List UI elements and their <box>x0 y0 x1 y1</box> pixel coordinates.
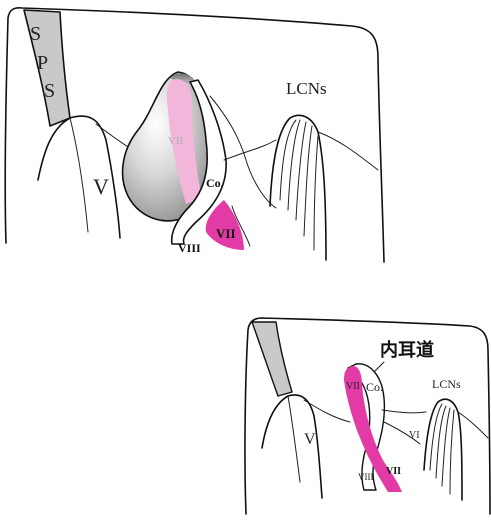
bottom-figure: V VII Co. VIII VII 内耳道 VI LCNs <box>244 317 491 515</box>
label-vii-upper-bottom: VII <box>346 381 360 392</box>
trigeminal-inner-top <box>69 117 89 233</box>
label-co-bottom: Co. <box>366 380 383 394</box>
label-viii-bottom: VIII <box>358 472 374 482</box>
petrous-contour-top <box>231 205 251 247</box>
brainstem-contour-top <box>209 95 277 209</box>
facial-nerve-pale <box>166 79 202 204</box>
sinus-band-bottom <box>251 321 293 397</box>
sps-label-s2: S <box>44 80 55 102</box>
abducens-nerve-bottom <box>383 421 421 445</box>
trigeminal-fiber-bottom <box>303 399 351 423</box>
top-figure: S P S V VII Co. VII VIII <box>4 7 385 263</box>
brainstem-contour-bottom <box>381 409 427 414</box>
bottom-frame <box>244 317 491 515</box>
cochleovestibular-nerve-top <box>170 79 227 245</box>
facial-nerve-bright-top <box>205 200 244 250</box>
label-iac: 内耳道 <box>380 339 434 361</box>
label-vii-upper-top: VII <box>168 135 184 147</box>
sps-label-s1: S <box>30 23 41 45</box>
lower-cranial-nerves-top <box>269 114 379 261</box>
label-vii-lower-top: VII <box>216 226 236 241</box>
label-v-bottom: V <box>304 431 316 448</box>
label-viii-top: VIII <box>178 241 201 255</box>
label-co-top: Co. <box>206 176 224 190</box>
top-frame <box>4 7 385 263</box>
label-vii-lower-bottom: VII <box>386 466 401 477</box>
trigeminal-nerve-bottom <box>261 394 323 499</box>
tentorium-line-top <box>223 139 277 161</box>
label-v-top: V <box>93 174 109 199</box>
label-lcns-bottom: LCNs <box>432 377 461 391</box>
trigeminal-nerve-top <box>37 115 121 239</box>
trigeminal-inner-bottom <box>287 395 301 483</box>
iac-leader-line <box>373 361 385 373</box>
cochleovestibular-nerve-bottom <box>347 363 386 491</box>
facial-nerve-bottom <box>344 365 402 492</box>
label-vi-bottom: VI <box>409 430 420 441</box>
lower-cranial-nerves-bottom <box>423 398 489 501</box>
sps-label-p: P <box>37 52 48 74</box>
label-lcns-top: LCNs <box>286 79 327 98</box>
